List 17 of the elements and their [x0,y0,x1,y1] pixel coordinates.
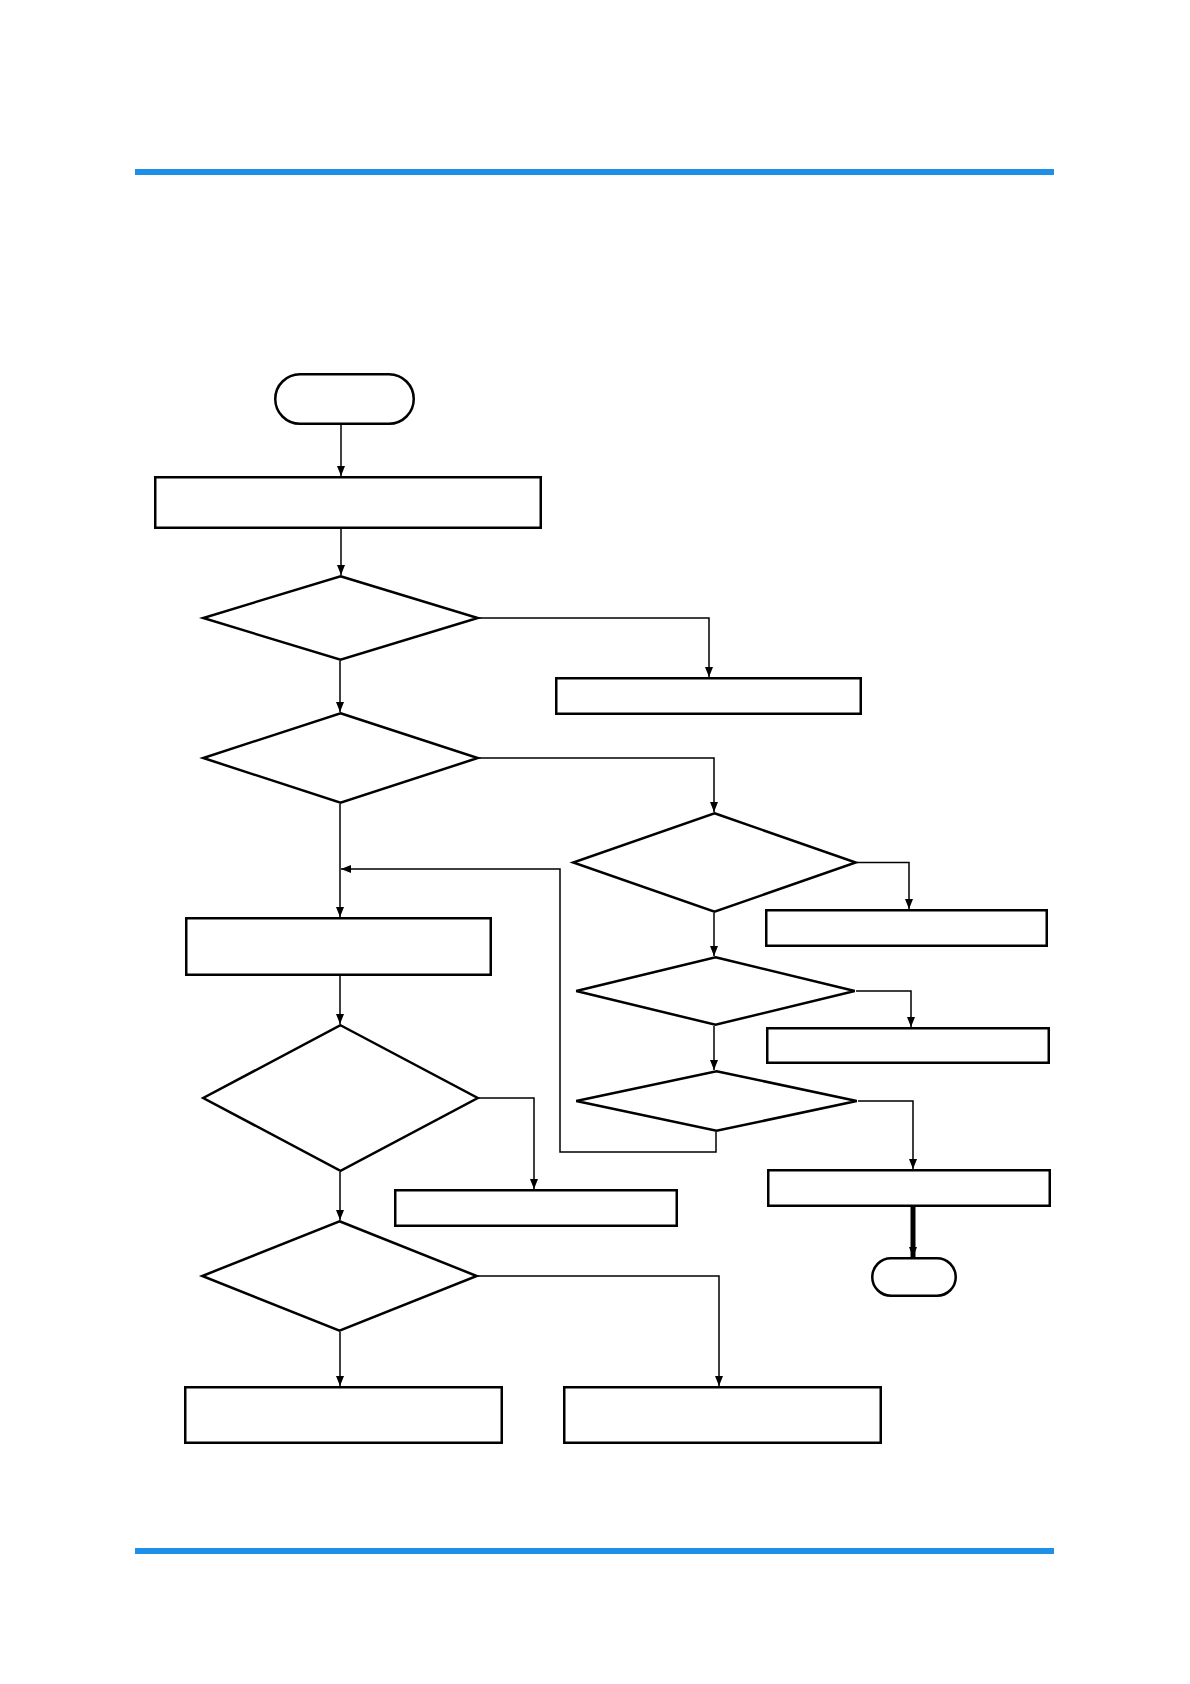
arrow [710,1025,718,1071]
arrow [336,1171,344,1221]
arrow [336,1331,344,1387]
arrow [337,424,345,477]
arrow [336,975,344,1025]
arrow [710,912,718,957]
arrow [336,803,344,918]
arrow [857,1100,917,1170]
arrow [478,617,713,678]
arrow [478,757,718,813]
arrow [855,990,915,1028]
arrow [336,660,344,713]
arrow [477,1275,723,1387]
arrow [909,1207,917,1257]
arrow [340,865,717,1153]
arrow [337,528,345,576]
arrow [478,1097,538,1190]
